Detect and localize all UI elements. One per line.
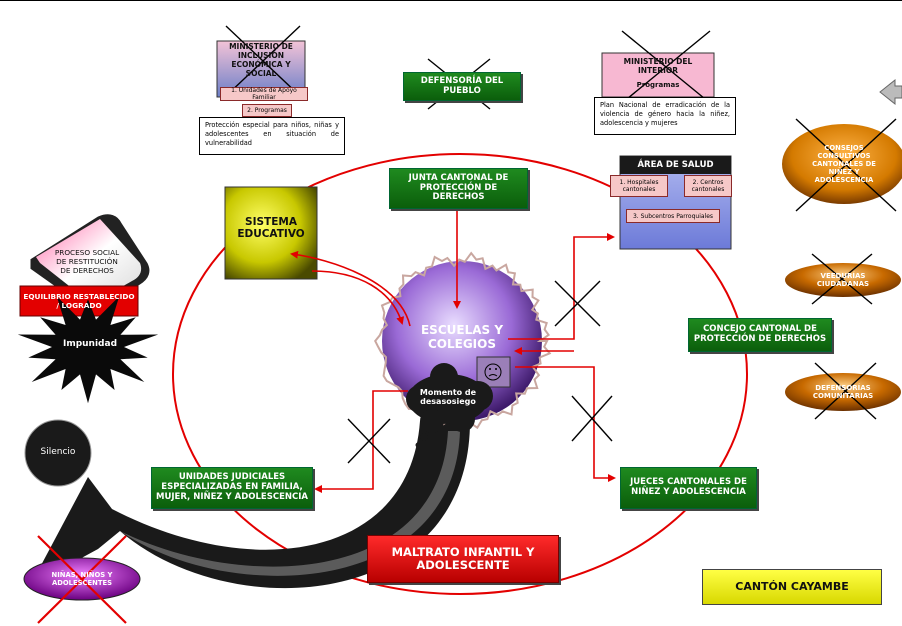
arrow-escuelas-salud (508, 233, 615, 340)
ministerio-inclusion-note: Protección especial para niños, niñas y … (199, 117, 345, 155)
consejos-consultivos-label: CONSEJOS CONSULTIVOS CANTONALES DE NIÑEZ… (812, 144, 876, 184)
momento-cloud (406, 363, 493, 448)
proceso-social-label: PROCESO SOCIAL DE RESTITUCIÓN DE DERECHO… (54, 247, 120, 275)
silencio-label: Silencio (40, 447, 76, 457)
proceso-social-inner (36, 219, 142, 304)
system-boundary-ellipse (172, 153, 748, 595)
defensorias-comunitarias-label: DEFENSORÍAS COMUNITARIAS (812, 384, 874, 400)
ministerio-interior-note: Plan Nacional de erradicación de la viol… (594, 97, 736, 135)
ministerio-inclusion-tag-1: 1. Unidades de Apoyo Familiar (220, 87, 308, 101)
ninas-label: NIÑAS, NIÑOS Y ADOLESCENTES (51, 571, 113, 587)
area-salud-title: ÁREA DE SALUD (637, 160, 714, 170)
ministerio-interior-subtitle: Programas (636, 81, 680, 89)
area-salud-title-bar (620, 156, 731, 174)
canton-box: CANTÓN CAYAMBE (702, 569, 882, 605)
jueces-cantonales-box: JUECES CANTONALES DE NIÑEZ Y ADOLESCENCI… (620, 467, 757, 509)
arrow-momento-unidades (314, 390, 408, 493)
ministerio-interior-title: MINISTERIO DEL INTERIOR (623, 57, 693, 75)
defensoria-pueblo-box: DEFENSORÍA DEL PUEBLO (403, 72, 521, 101)
sistema-educativo-label: SISTEMA EDUCATIVO (237, 216, 305, 240)
area-salud-tag-1: 1. Hospitales cantonales (610, 175, 668, 197)
back-arrow-icon (879, 78, 902, 106)
maltrato-box: MALTRATO INFANTIL Y ADOLESCENTE (367, 535, 559, 583)
defensorias-comunitarias-ellipse (785, 373, 901, 411)
momento-label: Momento de desasosiego (419, 388, 477, 406)
area-salud-tag-3: 3. Subcentros Parroquiales (626, 209, 720, 223)
arrow-sistema-escuelas (311, 270, 405, 325)
sad-face-icon (484, 363, 502, 381)
arrow-escuelas-jueces (515, 366, 616, 482)
area-salud-tag-2: 2. Centros cantonales (684, 175, 732, 197)
sistema-educativo-box (224, 186, 318, 280)
swoosh-arrow (30, 421, 470, 589)
veedurias-label: VEEDURÍAS CIUDADANAS (816, 272, 870, 288)
ministerio-inclusion-tag-2: 2. Programas (242, 104, 292, 117)
equilibrio-label: EQUILIBRIO RESTABLECIDO / LOGRADO (23, 292, 135, 310)
consejos-consultivos-ellipse (782, 124, 902, 204)
impunidad-label: Impunidad (62, 339, 118, 349)
concejo-cantonal-box: CONCEJO CANTONAL DE PROTECCIÓN DE DERECH… (688, 318, 832, 352)
junta-cantonal-box: JUNTA CANTONAL DE PROTECCIÓN DE DERECHOS (389, 168, 528, 209)
escuelas-scribble-border (374, 251, 552, 430)
crossed-out-marks (225, 25, 897, 464)
equilibrio-box (19, 285, 139, 317)
unidades-judiciales-box: UNIDADES JUDICIALES ESPECIALIZADAS EN FA… (151, 467, 313, 509)
ministerio-inclusion-title: MINISTERIO DE INCLUSIÓN ECONÓMICA Y SOCI… (229, 42, 293, 78)
red-cross-mark (37, 535, 127, 624)
escuelas-label: ESCUELAS Y COLEGIOS (420, 323, 504, 351)
silencio-circle (24, 419, 92, 487)
arrow-escuelas-sistema (290, 250, 411, 327)
impunidad-starburst (17, 296, 159, 404)
